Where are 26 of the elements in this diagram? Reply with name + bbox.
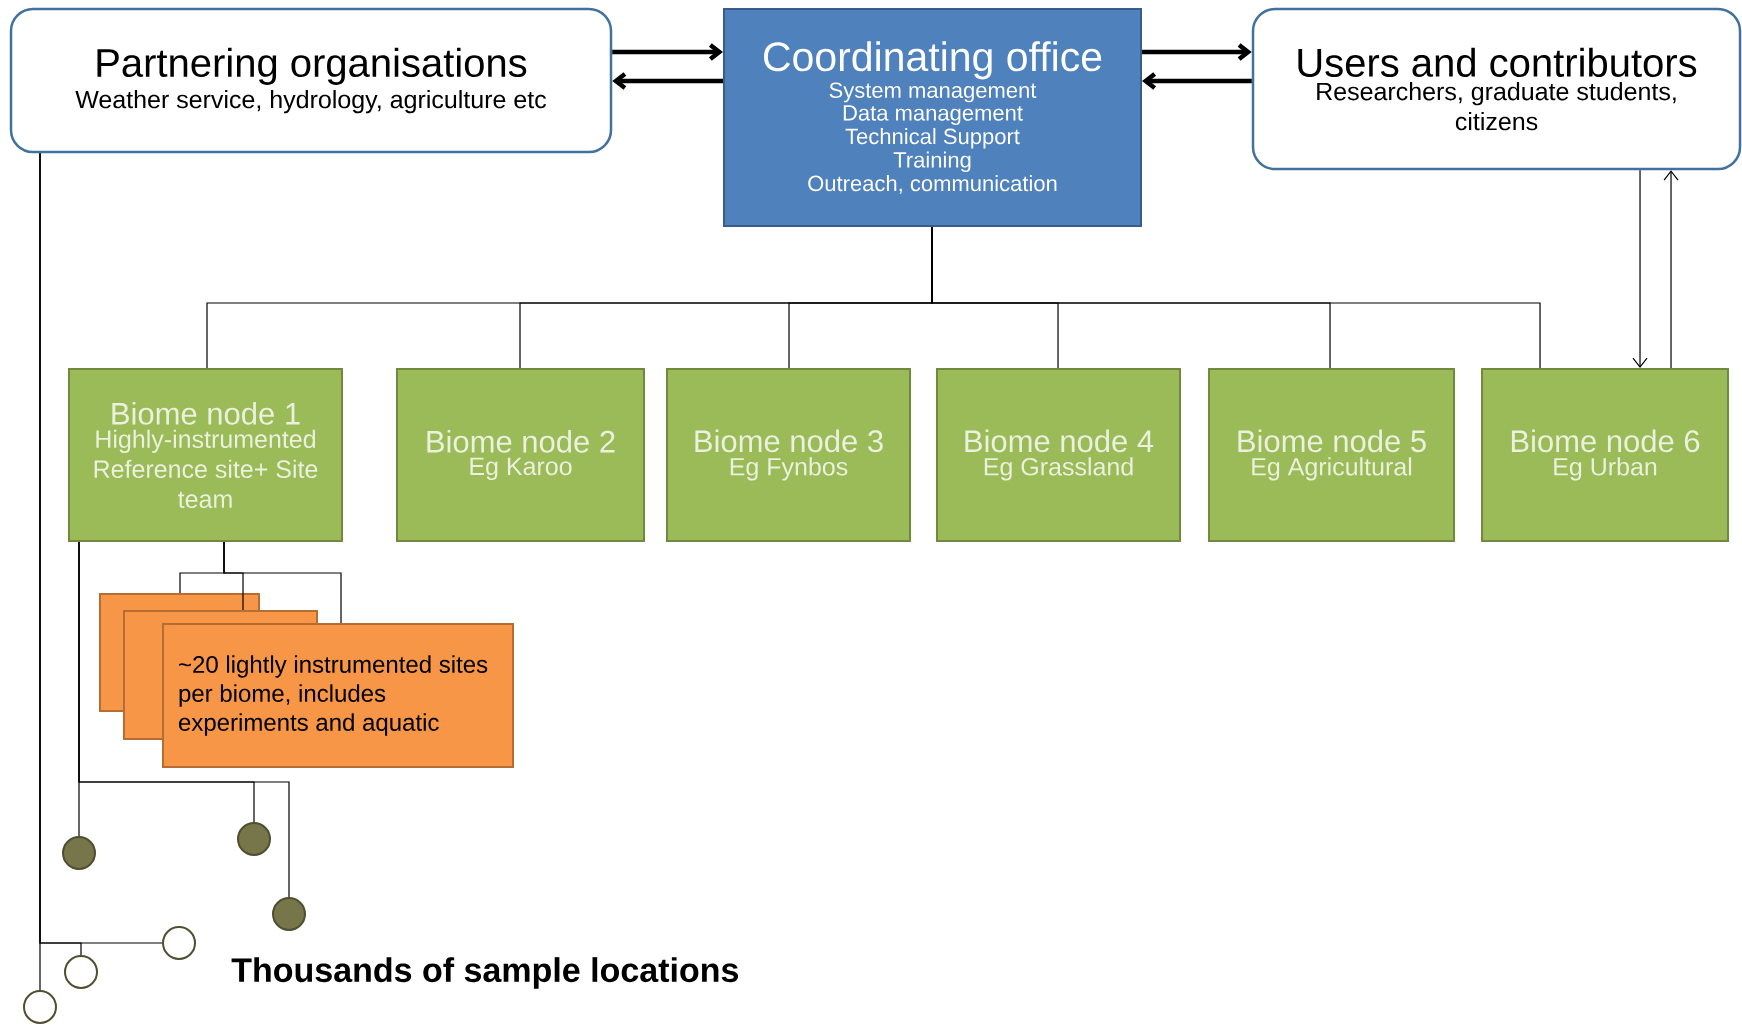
arrow bbox=[1142, 72, 1252, 90]
sample-location-circle bbox=[237, 822, 271, 856]
biome-box: Biome node 5 Eg Agricultural bbox=[1208, 368, 1455, 542]
biome-box: Biome node 3 Eg Fynbos bbox=[666, 368, 911, 542]
arrow bbox=[1663, 170, 1679, 369]
connector-line bbox=[931, 226, 1541, 369]
sample-location-circle bbox=[162, 926, 196, 960]
sample-locations-label: Thousands of sample locations bbox=[231, 957, 738, 989]
organisation-box: Partnering organisations Weather service, hydrology, agriculture etc bbox=[9, 7, 613, 154]
connector-line bbox=[39, 152, 163, 944]
sample-location-circle bbox=[272, 897, 306, 931]
biome-box: Biome node 1 Highly-instrumented Reference site+ Site team bbox=[68, 368, 343, 542]
organisation-box: Users and contributors Researchers, graduate students, citizens bbox=[1251, 7, 1742, 171]
office-box: Coordinating office System management Data management Technical Support Training Outreach, communication bbox=[723, 8, 1142, 227]
biome-box: Biome node 4 Eg Grassland bbox=[936, 368, 1181, 542]
arrow bbox=[1142, 43, 1252, 61]
connector-line bbox=[78, 541, 290, 898]
sample-location-circle bbox=[64, 955, 98, 989]
connector-line bbox=[223, 541, 342, 624]
sample-location-circle bbox=[62, 836, 96, 870]
sample-location-circle bbox=[23, 990, 57, 1024]
arrow bbox=[612, 43, 723, 61]
biome-box: Biome node 6 Eg Urban bbox=[1481, 368, 1729, 542]
arrow bbox=[612, 72, 723, 90]
biome-box: Biome node 2 Eg Karoo bbox=[396, 368, 645, 542]
arrow bbox=[1632, 169, 1648, 368]
